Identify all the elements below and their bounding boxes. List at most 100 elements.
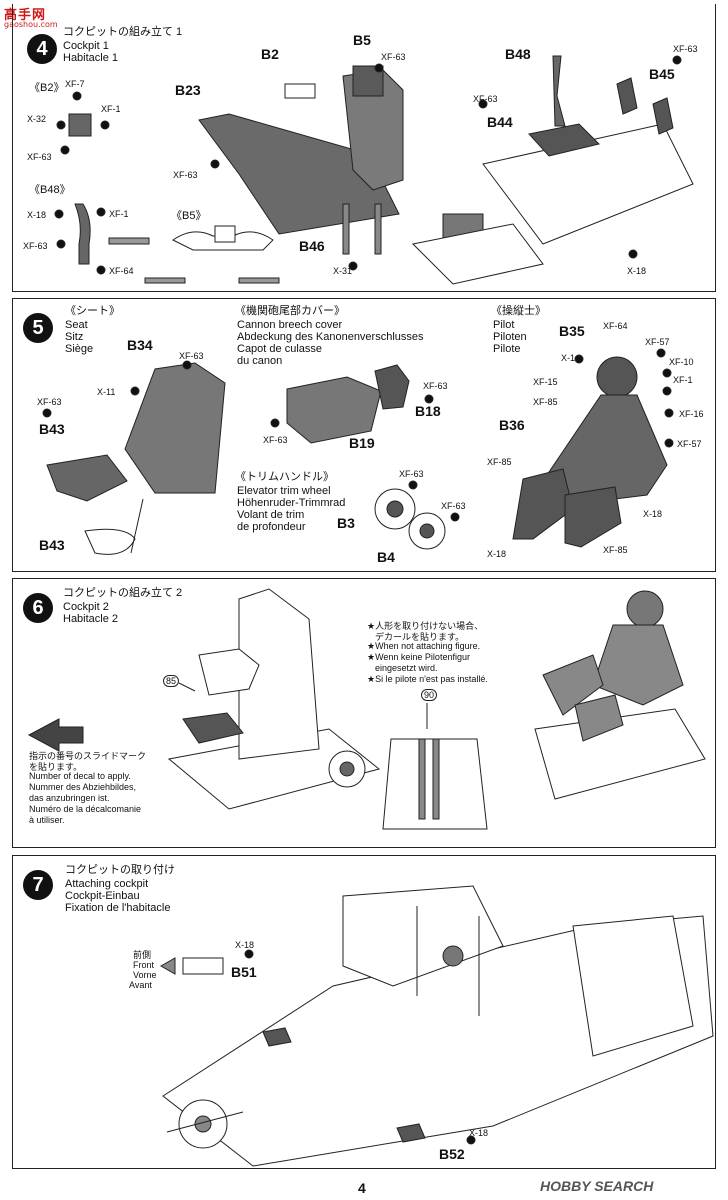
front-label-jp: 前側 — [133, 950, 152, 960]
paint-xf63: XF-63 — [27, 152, 52, 162]
paint-xf85: XF-85 — [533, 397, 558, 407]
part-label-b23: B23 — [175, 82, 201, 98]
step-title-fr: Habitacle 1 — [63, 52, 119, 64]
paint-xf63: XF-63 — [473, 94, 498, 104]
step-number-badge: 4 — [27, 34, 57, 64]
paint-xf1: XF-1 — [109, 209, 129, 219]
part-label-b18: B18 — [415, 403, 441, 419]
cover-title-en: Cannon breech cover — [237, 319, 343, 331]
paint-xf64: XF-64 — [603, 321, 628, 331]
decal-number-85: 85 — [163, 675, 180, 687]
part-label-b3: B3 — [337, 515, 355, 531]
paint-x1: X-1 — [561, 353, 576, 363]
paint-xf15: XF-15 — [533, 377, 558, 387]
part-label-b43: B43 — [39, 421, 65, 437]
paint-xf64: XF-64 — [109, 266, 134, 276]
part-label-b5: B5 — [353, 32, 371, 48]
watermark-url: gaoshou.com — [4, 20, 58, 29]
step-4-panel: 4 コクピットの組み立て 1 Cockpit 1 Habitacle 1 《B2… — [12, 4, 716, 292]
paint-x18: X-18 — [469, 1128, 489, 1138]
step-number-badge: 5 — [23, 313, 53, 343]
step-6-panel: 6 コクピットの組み立て 2 Cockpit 2 Habitacle 2 ★人形… — [12, 578, 716, 848]
pilot-title-de: Piloten — [493, 331, 527, 343]
cockpit-attach-illustration — [159, 885, 714, 1167]
sub-label-b48: 《B48》 — [29, 184, 71, 196]
step-number-badge: 7 — [23, 870, 53, 900]
paint-xf16: XF-16 — [679, 409, 704, 419]
cover-title-jp: 《機関砲尾部カバー》 — [235, 305, 345, 317]
trim-title-fr: Volant de trim — [237, 509, 305, 521]
step-title-de: Cockpit-Einbau — [65, 890, 140, 902]
watermark-text: 高手网 — [4, 7, 47, 22]
trim-title-en: Elevator trim wheel — [237, 485, 331, 497]
pilot-title-fr: Pilote — [493, 343, 521, 355]
part-label-b36: B36 — [499, 417, 525, 433]
seat-title-jp: 《シート》 — [65, 305, 120, 317]
front-label-en: Front — [133, 960, 155, 970]
paint-xf63: XF-63 — [423, 381, 448, 391]
paint-xf85: XF-85 — [603, 545, 628, 555]
paint-x18: X-18 — [627, 266, 647, 276]
trim-title-de: Höhenruder-Trimmrad — [237, 497, 346, 509]
sub-label-b5: 《B5》 — [171, 210, 207, 222]
cockpit-1-illustration — [54, 55, 694, 285]
note-jp: ★人形を取り付けない場合、 — [367, 621, 484, 631]
paint-x18: X-18 — [27, 210, 47, 220]
front-label-de: Vorne — [133, 970, 157, 980]
note-de: ★Wenn keine Pilotenfigur — [367, 652, 470, 662]
cover-title-fr: Capot de culasse — [237, 343, 322, 355]
paint-xf7: XF-7 — [65, 79, 85, 89]
paint-x31: X-31 — [333, 266, 353, 276]
part-label-b19: B19 — [349, 435, 375, 451]
seat-title-en: Seat — [65, 319, 88, 331]
footer-watermark-logo: HOBBY SEARCH — [540, 1178, 654, 1194]
paint-xf57: XF-57 — [645, 337, 670, 347]
part-label-b4: B4 — [377, 549, 395, 565]
paint-xf57: XF-57 — [677, 439, 702, 449]
paint-xf10: XF-10 — [669, 357, 694, 367]
part-label-b52: B52 — [439, 1146, 465, 1162]
paint-xf63: XF-63 — [399, 469, 424, 479]
step-7-panel: 7 コクピットの取り付け Attaching cockpit Cockpit-E… — [12, 855, 716, 1169]
decal-number-90: 90 — [421, 689, 438, 701]
part-label-b45: B45 — [649, 66, 675, 82]
paint-x18: X-18 — [235, 940, 255, 950]
step-title-jp: コクピットの取り付け — [65, 864, 175, 876]
legend-fr-2: à utiliser. — [29, 815, 65, 825]
part-label-b35: B35 — [559, 323, 585, 339]
step-number-badge: 6 — [23, 593, 53, 623]
paint-x32: X-32 — [27, 114, 47, 124]
part-label-b43: B43 — [39, 537, 65, 553]
paint-xf63: XF-63 — [263, 435, 288, 445]
step-title-en: Cockpit 2 — [63, 601, 109, 613]
paint-xf1: XF-1 — [673, 375, 693, 385]
pilot-title-jp: 《操縦士》 — [491, 305, 546, 317]
legend-jp: 指示の番号のスライドマーク — [29, 751, 147, 761]
cover-title-fr-2: du canon — [237, 355, 283, 367]
page-number: 4 — [358, 1180, 366, 1196]
note-de-2: eingesetzt wird. — [375, 663, 438, 673]
seat-pilot-illustration — [42, 348, 674, 555]
seat-title-de: Sitz — [65, 331, 84, 343]
step-title-en: Attaching cockpit — [65, 878, 149, 890]
paint-x18: X-18 — [487, 549, 507, 559]
legend-de: Nummer des Abziehbildes, — [29, 782, 137, 792]
legend-jp-2: を貼ります。 — [29, 762, 83, 772]
paint-xf63: XF-63 — [381, 52, 406, 62]
note-en: ★When not attaching figure. — [367, 641, 481, 651]
legend-de-2: das anzubringen ist. — [29, 793, 110, 803]
paint-xf85: XF-85 — [487, 457, 512, 467]
legend-fr: Numéro de la décalcomanie — [29, 804, 142, 814]
note-fr: ★Si le pilote n'est pas installé. — [367, 674, 488, 684]
front-label-fr: Avant — [129, 980, 152, 990]
step-title-fr: Habitacle 2 — [63, 613, 119, 625]
paint-x18: X-18 — [643, 509, 663, 519]
part-label-b34: B34 — [127, 337, 153, 353]
paint-xf63: XF-63 — [179, 351, 204, 361]
step-title-en: Cockpit 1 — [63, 40, 109, 52]
paint-xf63: XF-63 — [173, 170, 198, 180]
part-label-b46: B46 — [299, 238, 325, 254]
part-label-b48: B48 — [505, 46, 531, 62]
paint-xf1: XF-1 — [101, 104, 121, 114]
watermark-logo: 高手网 gaoshou.com — [4, 2, 74, 32]
